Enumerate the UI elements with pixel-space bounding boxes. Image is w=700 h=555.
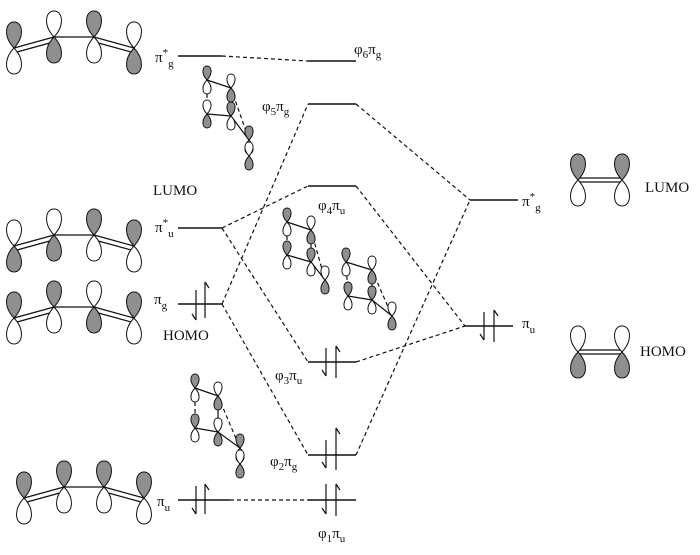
label-phi6: φ6πg bbox=[354, 42, 382, 61]
label-phi1: φ1πu bbox=[318, 526, 346, 545]
label-ethene-pi-u: πu bbox=[522, 316, 536, 336]
electron-pair-ethene-pi-u bbox=[479, 309, 499, 342]
orbital-pictures bbox=[6, 10, 630, 525]
label-diene-pi-star-g: π*g bbox=[155, 47, 174, 70]
ethene-orbital-pi-star-g bbox=[570, 153, 630, 207]
diene-orbital-pi-star-u bbox=[6, 208, 142, 273]
label-left-lumo: LUMO bbox=[153, 183, 197, 199]
electron-pair-diene-pi-u bbox=[191, 483, 210, 515]
diene-orbital-pi-g bbox=[6, 280, 142, 345]
label-diene-pi-u: πu bbox=[157, 494, 171, 514]
label-phi3: φ3πu bbox=[275, 368, 303, 387]
phi4-orbital-a bbox=[282, 207, 330, 295]
correlation-lines bbox=[221, 55, 471, 501]
electron-pair-diene-pi-g bbox=[191, 281, 210, 321]
ethene-orbital-pi-u bbox=[570, 325, 630, 379]
label-phi2: φ2πg bbox=[270, 454, 298, 473]
label-ethene-pi-star-g: π*g bbox=[522, 191, 541, 214]
label-diene-pi-star-u: π*u bbox=[155, 217, 174, 240]
label-left-homo: HOMO bbox=[163, 328, 209, 344]
label-right-homo: HOMO bbox=[640, 344, 686, 360]
label-diene-pi-g: πg bbox=[154, 292, 168, 312]
label-right-lumo: LUMO bbox=[645, 180, 689, 196]
diene-orbital-pi-u bbox=[16, 460, 152, 525]
label-phi4: φ4πu bbox=[318, 198, 346, 217]
diene-orbital-pi-star-g bbox=[6, 10, 142, 75]
label-phi5: φ5πg bbox=[262, 99, 290, 118]
electron-pair-phi3 bbox=[321, 345, 341, 378]
electron-pair-phi2 bbox=[321, 427, 341, 470]
phi2-orbital bbox=[190, 373, 245, 479]
electron-pair-phi1 bbox=[321, 483, 341, 516]
phi4-orbital-b bbox=[341, 247, 397, 331]
phi5-orbital bbox=[202, 65, 254, 171]
